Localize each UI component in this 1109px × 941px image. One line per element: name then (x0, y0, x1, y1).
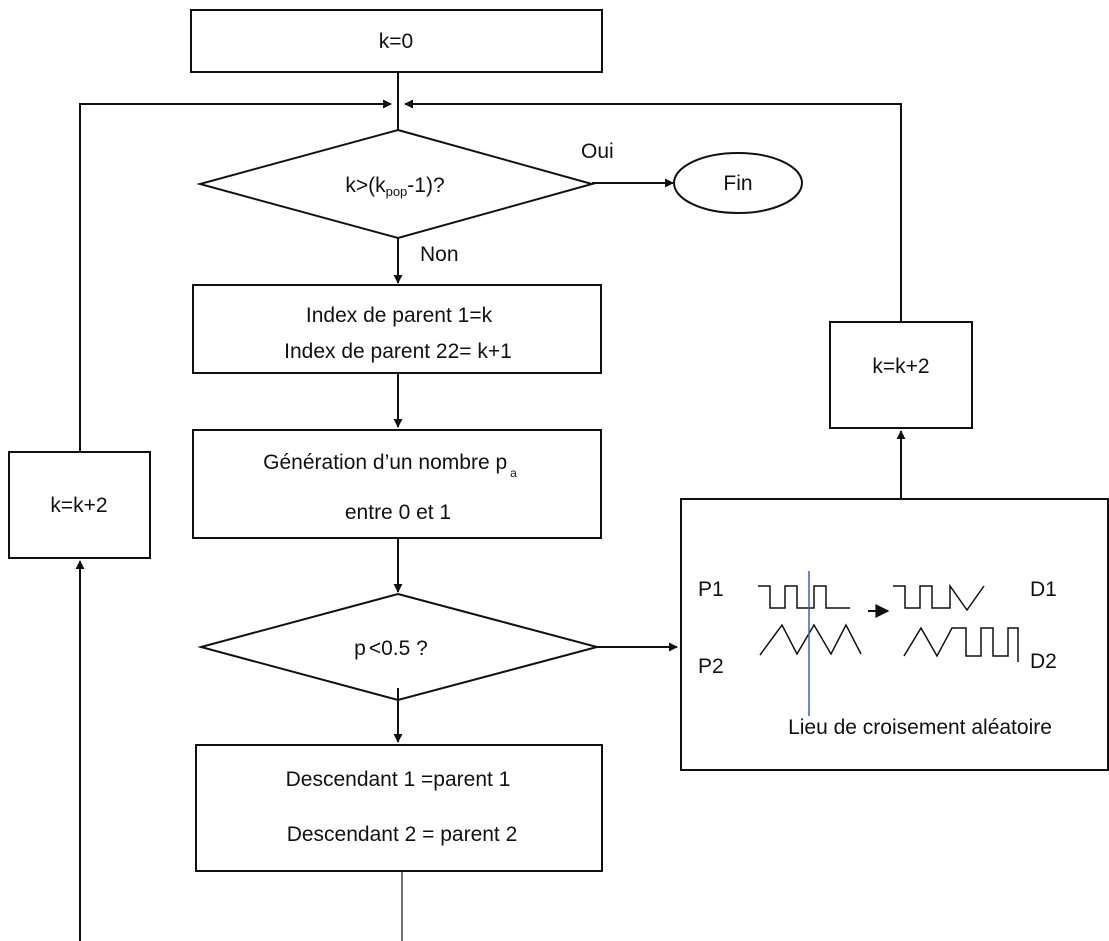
decision-probability-check: p<0.5 ? (197, 592, 601, 702)
crossover-box: P1 P2 D1 D2 Lieu de croisement aléatoire (680, 498, 1109, 771)
parents-index-box: Index de parent 1=k Index de parent 22= … (192, 284, 602, 374)
decision1-label: k>(kpop-1)? (345, 174, 444, 199)
increment-left-label: k=k+2 (50, 494, 107, 517)
parents-line-1: Index de parent 1=k (306, 304, 493, 327)
arrow-left-loop (79, 99, 392, 452)
init-label: k=0 (379, 30, 413, 53)
yes-label: Oui (581, 140, 614, 163)
copy-line-1: Descendant 1 =parent 1 (286, 768, 511, 791)
descendant-2-wave-icon (903, 626, 1019, 662)
generate-line-2: entre 0 et 1 (345, 501, 451, 524)
parent-2-triangle-wave-icon (759, 623, 862, 656)
parents-line-2: Index de parent 22= k+1 (284, 340, 512, 363)
parent-1-square-wave-icon (758, 585, 850, 609)
no-label: Non (420, 243, 459, 266)
crossover-caption: Lieu de croisement aléatoire (788, 716, 1052, 739)
descendant-1-wave-icon (893, 583, 985, 612)
arrow-right-loop (404, 99, 902, 322)
init-box: k=0 (190, 9, 603, 73)
increment-left-box: k=k+2 (8, 451, 151, 559)
parent-1-label: P1 (698, 578, 724, 601)
decision-population-check: k>(kpop-1)? (196, 128, 596, 240)
copy-parents-box: Descendant 1 =parent 1 Descendant 2 = pa… (195, 744, 603, 872)
increment-right-box: k=k+2 (829, 321, 973, 429)
parent-2-label: P2 (698, 655, 724, 678)
end-terminal: Fin (673, 152, 803, 214)
descendant-1-label: D1 (1030, 578, 1057, 601)
descendant-2-label: D2 (1030, 650, 1057, 673)
copy-line-2: Descendant 2 = parent 2 (287, 823, 518, 846)
increment-right-label: k=k+2 (872, 355, 929, 378)
end-label: Fin (723, 172, 752, 195)
decision2-label: p<0.5 ? (354, 637, 428, 660)
